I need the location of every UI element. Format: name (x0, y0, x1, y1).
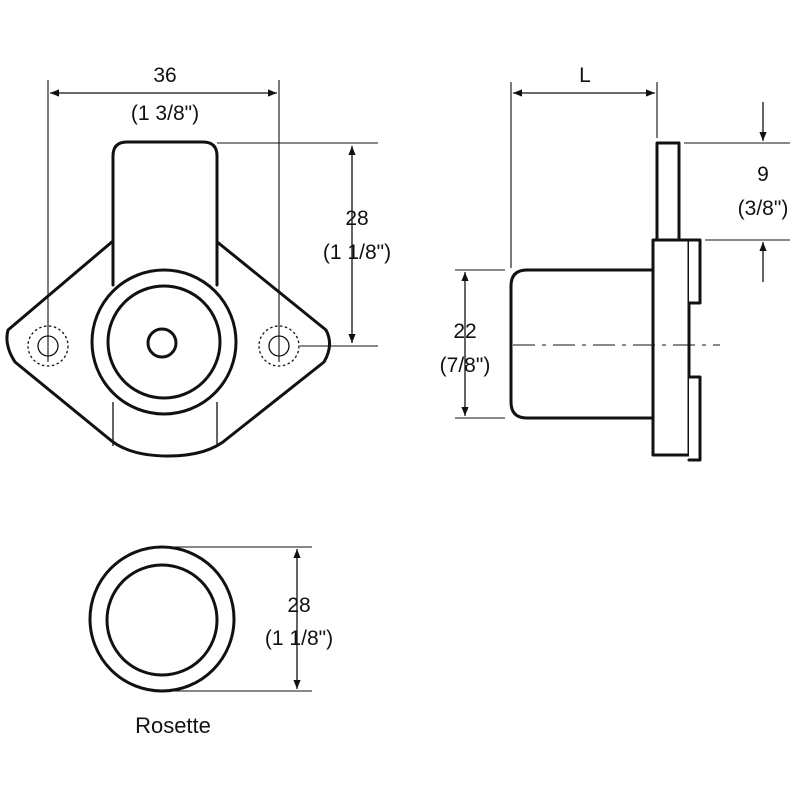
side-flange-step-upper (687, 238, 702, 305)
side-cylinder-body (509, 268, 655, 420)
dimension-bolt-metric: 9 (757, 163, 769, 186)
rosette-inner-ring (105, 563, 219, 677)
dimension-hole-spacing-imperial: (1 1/8") (323, 241, 391, 264)
dimension-rosette-metric: 28 (287, 594, 310, 617)
dimension-bolt: 9 (3/8") (684, 102, 790, 282)
dimension-length-label: L (579, 64, 591, 87)
dimension-bolt-imperial: (3/8") (738, 197, 789, 220)
front-view (5, 140, 331, 458)
side-flange-step-lower (687, 375, 702, 462)
dimension-hole-spacing-height: 28 (1 1/8") (217, 142, 391, 347)
dimension-hole-spacing-metric: 28 (345, 207, 368, 230)
side-view (509, 141, 720, 462)
front-bolt-column (111, 140, 219, 287)
dimension-rosette-imperial: (1 1/8") (265, 627, 333, 650)
dimension-length: L (510, 64, 658, 268)
side-bolt (655, 141, 681, 245)
side-flange (651, 238, 691, 457)
keyway-hole (146, 327, 178, 359)
dimension-width: 36 (1 3/8") (47, 64, 280, 362)
rosette-view (88, 545, 236, 693)
dimension-width-imperial: (1 3/8") (131, 102, 199, 125)
dimension-body-diameter-metric: 22 (453, 320, 476, 343)
dimension-width-metric: 36 (153, 64, 176, 87)
dimension-rosette-diameter: 28 (1 1/8") (162, 546, 333, 692)
rosette-caption: Rosette (135, 713, 211, 738)
dimension-body-diameter-imperial: (7/8") (440, 354, 491, 377)
dimension-body-diameter: 22 (7/8") (440, 269, 505, 419)
